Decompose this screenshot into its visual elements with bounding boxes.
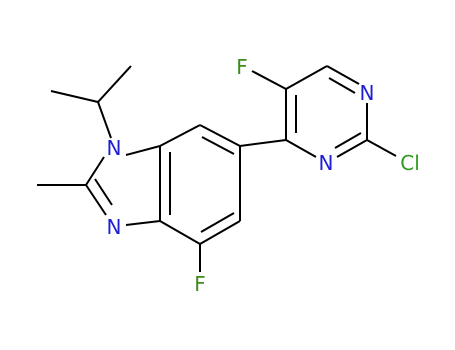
bond-pyr-c6-n1-double: [328, 77, 356, 94]
bond-c6-pyrimidine-c4: [239, 139, 287, 147]
bond-pyr-n3-c4: [285, 139, 317, 158]
bond-c5-c4-double: [200, 212, 235, 233]
bond-c4-c3a: [159, 220, 201, 245]
atom-label-chlorine: Cl: [400, 151, 420, 175]
bond-n3-c3a: [125, 220, 161, 226]
bond-pyr-c2-n3-double: [334, 132, 362, 149]
bond-n1-c2: [85, 156, 105, 186]
atom-label-nitrogen-imidazole-3: N: [107, 215, 122, 239]
atom-labels: F N N Cl N N F: [107, 55, 420, 296]
bonds: [37, 65, 397, 272]
atom-label-nitrogen-pyrimidine-top: N: [360, 81, 375, 105]
bond-isopropyl-ch3-left: [50, 90, 99, 103]
bond-isopropyl-ch3-right: [97, 65, 132, 103]
atom-label-fluorine-benzene: F: [194, 272, 206, 296]
bond-pyr-c2-cl: [366, 139, 397, 157]
bond-pyr-c6-n1: [326, 65, 360, 85]
bond-pyr-c5-f: [251, 70, 287, 90]
bond-isopropyl-to-n1: [97, 101, 112, 139]
bond-pyr-c5-c6: [285, 65, 328, 90]
bond-c7-c6: [199, 124, 241, 147]
bond-c7a-c7: [159, 124, 201, 147]
atom-label-nitrogen-imidazole-1: N: [107, 136, 122, 160]
bond-c2-n3-double: [94, 178, 113, 206]
bond-pyr-c2-n3: [336, 139, 368, 158]
bond-c2-n3: [85, 184, 107, 216]
bond-c5-c4: [199, 220, 241, 245]
atom-label-fluorine-pyrimidine: F: [236, 55, 248, 79]
atom-label-nitrogen-pyrimidine-bottom: N: [319, 151, 334, 175]
bond-c7-c6-double: [201, 136, 235, 155]
bond-n1-c7a: [125, 145, 161, 156]
